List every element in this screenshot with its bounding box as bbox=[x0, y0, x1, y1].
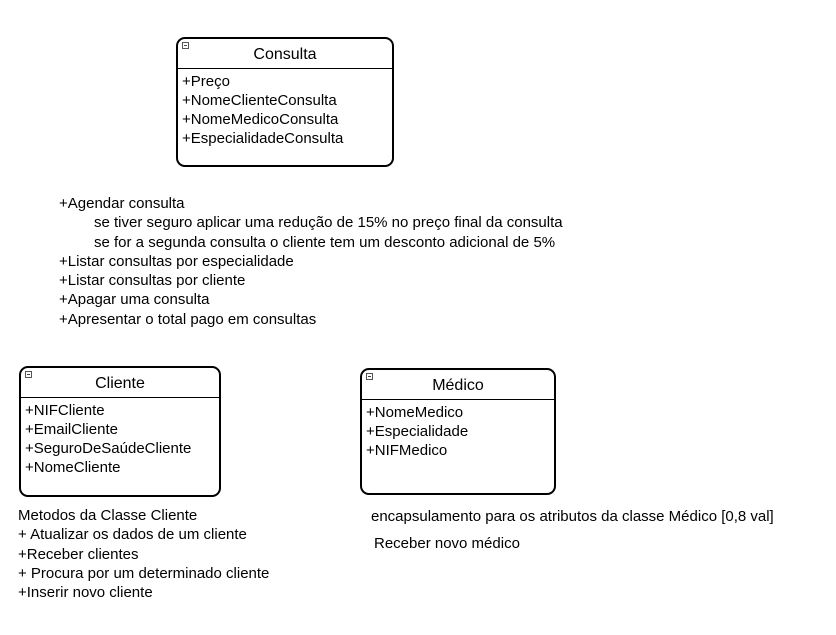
collapse-icon[interactable] bbox=[25, 371, 32, 378]
method-line: +Listar consultas por especialidade bbox=[59, 252, 294, 270]
class-attribute: +NIFMedico bbox=[366, 442, 448, 459]
class-attribute: +Preço bbox=[182, 73, 230, 90]
medico-class-box[interactable]: Médico +NomeMedico +Especialidade +NIFMedi… bbox=[360, 368, 556, 495]
consulta-methods-note: +Agendar consulta se tiver seguro aplicar… bbox=[59, 194, 563, 329]
class-attribute: +NomeMedicoConsulta bbox=[182, 111, 339, 128]
method-line: + Procura por um determinado cliente bbox=[18, 564, 270, 582]
medico-method-note: Receber novo médico bbox=[374, 535, 520, 552]
medico-class-title: Médico bbox=[432, 377, 484, 394]
method-line: + Atualizar os dados de um cliente bbox=[18, 526, 247, 544]
cliente-class-header: Cliente bbox=[21, 368, 219, 398]
method-line: +Receber clientes bbox=[18, 545, 139, 563]
note-heading: Metodos da Classe Cliente bbox=[18, 507, 198, 524]
method-rule-line: se tiver seguro aplicar uma redução de 1… bbox=[94, 214, 563, 232]
class-attribute: +EmailCliente bbox=[25, 421, 118, 438]
medico-class-header: Médico bbox=[362, 370, 554, 400]
class-attribute: +NomeCliente bbox=[25, 459, 121, 476]
class-attribute: +EspecialidadeConsulta bbox=[182, 130, 344, 147]
method-rule-line: se for a segunda consulta o cliente tem … bbox=[94, 233, 556, 251]
cliente-class-title: Cliente bbox=[95, 375, 145, 392]
consulta-class-title: Consulta bbox=[253, 46, 317, 63]
class-attribute: +NIFCliente bbox=[25, 402, 105, 419]
consulta-attribute-list: +Preço +NomeClienteConsulta +NomeMedicoCon… bbox=[178, 69, 392, 148]
medico-attribute-list: +NomeMedico +Especialidade +NIFMedico bbox=[362, 400, 554, 460]
class-attribute: +Especialidade bbox=[366, 423, 469, 440]
collapse-icon[interactable] bbox=[182, 42, 189, 49]
class-attribute: +NomeMedico bbox=[366, 404, 464, 421]
medico-encapsulation-note: encapsulamento para os atributos da clas… bbox=[371, 508, 774, 525]
consulta-class-box[interactable]: Consulta +Preço +NomeClienteConsulta +Nome… bbox=[176, 37, 394, 167]
method-line: +Apresentar o total pago em consultas bbox=[59, 310, 317, 328]
method-line: +Inserir novo cliente bbox=[18, 584, 153, 602]
cliente-methods-note: Metodos da Classe Cliente + Atualizar os … bbox=[18, 506, 269, 602]
cliente-attribute-list: +NIFCliente +EmailCliente +SeguroDeSaúdeCl… bbox=[21, 398, 219, 477]
consulta-class-header: Consulta bbox=[178, 39, 392, 69]
collapse-icon[interactable] bbox=[366, 373, 373, 380]
method-line: +Apagar uma consulta bbox=[59, 291, 210, 309]
class-attribute: +NomeClienteConsulta bbox=[182, 92, 337, 109]
cliente-class-box[interactable]: Cliente +NIFCliente +EmailCliente +SeguroD… bbox=[19, 366, 221, 497]
class-attribute: +SeguroDeSaúdeCliente bbox=[25, 440, 192, 457]
method-line: +Listar consultas por cliente bbox=[59, 272, 246, 290]
method-line: +Agendar consulta bbox=[59, 195, 185, 212]
